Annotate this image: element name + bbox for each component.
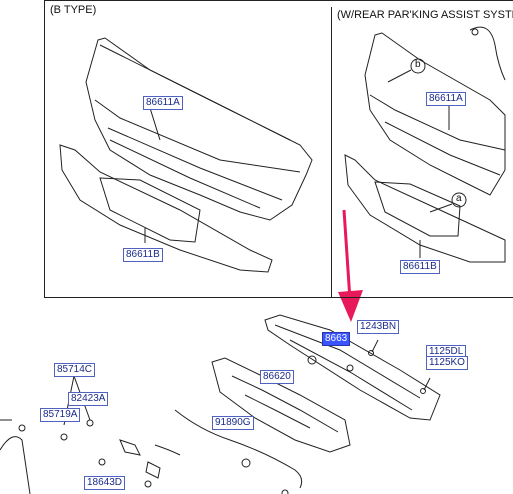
bumper-cover-left xyxy=(85,37,313,221)
label-86611B-left[interactable]: 86611B xyxy=(123,248,163,262)
label-86620[interactable]: 86620 xyxy=(260,370,294,384)
label-1125DL[interactable]: 1125DL xyxy=(426,345,467,359)
bumper-skirt-left xyxy=(59,144,273,273)
right-panel-divider xyxy=(331,7,513,297)
label-82423A[interactable]: 82423A xyxy=(68,392,109,406)
bumper-beam xyxy=(264,314,441,421)
label-86611A-right[interactable]: 86611A xyxy=(426,92,466,106)
diagram-frame xyxy=(44,0,513,298)
bumper-skirt-right xyxy=(344,154,506,263)
label-85714C[interactable]: 85714C xyxy=(54,363,96,377)
label-86630[interactable]: 8663 xyxy=(322,332,351,346)
label-86611A-left[interactable]: 86611A xyxy=(143,96,183,110)
label-1243BN[interactable]: 1243BN xyxy=(357,320,400,334)
callout-a: a xyxy=(456,193,462,204)
energy-absorber xyxy=(211,357,351,453)
bolts xyxy=(60,339,431,488)
label-85719A[interactable]: 85719A xyxy=(40,408,81,422)
label-91890G[interactable]: 91890G xyxy=(212,416,254,430)
label-86611B-right[interactable]: 86611B xyxy=(400,260,440,274)
label-18643D[interactable]: 18643D xyxy=(84,476,126,490)
callout-b: b xyxy=(415,59,421,70)
wiring-harness xyxy=(119,409,303,494)
pointer-arrow xyxy=(338,209,363,322)
panel-left-caption: (B TYPE) xyxy=(50,4,97,16)
bumper-cover-right xyxy=(364,26,506,196)
panel-right-caption: (W/REAR PAR'KING ASSIST SYSTE xyxy=(337,9,513,21)
label-1125KO[interactable]: 1125KO xyxy=(426,356,468,370)
